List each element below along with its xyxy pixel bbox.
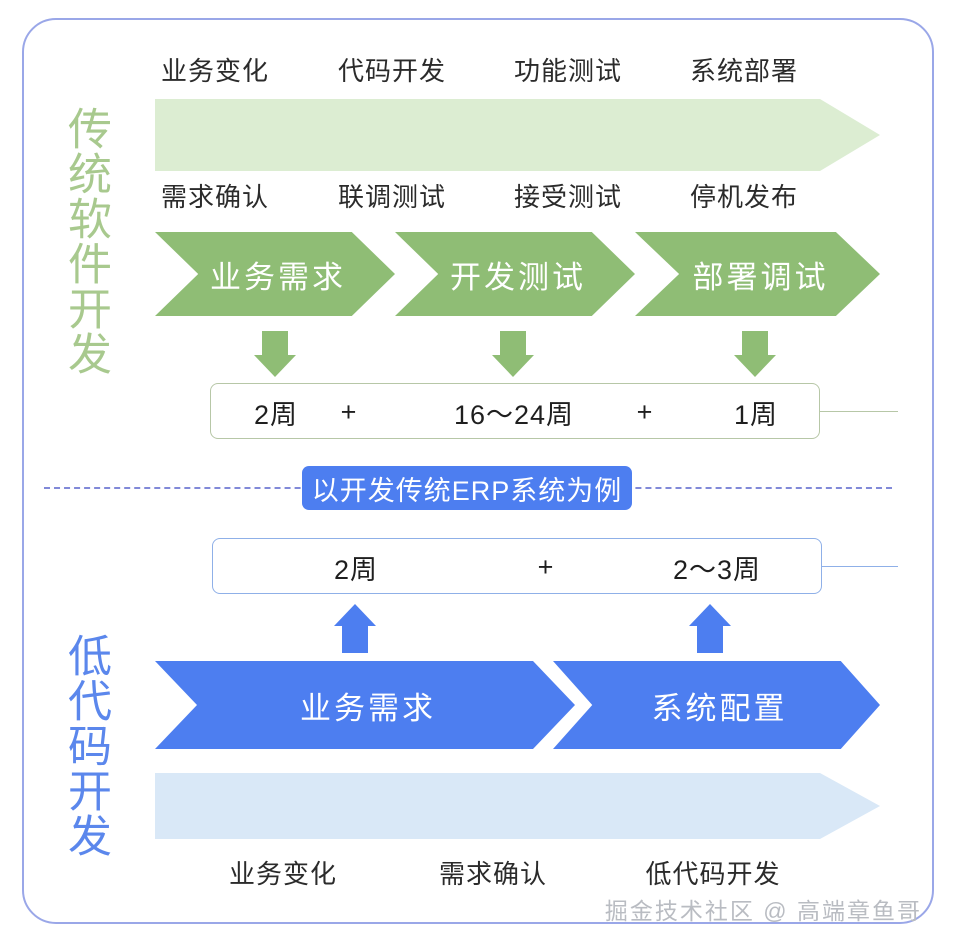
stage-chevron-label: 部署调试 [692,259,829,295]
stage-chevron-lowcode-2[interactable]: 系统配置 [553,661,880,749]
stage-chevron-label: 开发测试 [450,259,586,295]
up-arrow-2 [697,625,723,653]
caption-bottom-1: 业务变化 [228,858,338,889]
traditional-second-captions: 需求确认 联调测试 接受测试 停机发布 [0,178,958,212]
lowcode-duration-plus: + [537,551,555,582]
caption-second-1: 需求确认 [160,181,270,212]
stage-chevron-label: 业务需求 [210,259,346,295]
lowcode-duration-cell-2: 2～3周 [672,554,762,585]
stage-chevron-label: 业务需求 [300,690,436,726]
traditional-flow-arrow [155,99,880,171]
caption-second-4: 停机发布 [689,181,799,212]
lowcode-duration-box: 2周 + 2～3周 [212,538,822,594]
example-badge: 以开发传统ERP系统为例 [302,466,632,510]
up-arrow-1-head [334,604,376,626]
duration-plus-2: + [636,396,654,427]
stage-chevron-label: 系统配置 [651,690,788,726]
lowcode-flow-arrow [155,773,880,839]
caption-bottom-3: 低代码开发 [645,858,781,889]
traditional-top-captions: 业务变化 代码开发 功能测试 系统部署 [0,52,958,86]
traditional-duration-box: 2周 + 16～24周 + 1周 [210,383,820,439]
caption-second-3: 接受测试 [513,181,623,212]
lowcode-duration-cell-1: 2周 [333,554,379,585]
lowcode-bottom-captions: 业务变化 需求确认 低代码开发 [0,855,958,889]
lowcode-lead-line [822,566,898,567]
duration-cell-3: 1周 [733,399,779,430]
duration-cell-1: 2周 [253,399,299,430]
up-arrow-1 [342,625,368,653]
caption-bottom-2: 需求确认 [438,858,548,889]
stage-chevron-traditional-1[interactable]: 业务需求 [155,232,395,316]
stage-chevron-lowcode-1[interactable]: 业务需求 [155,661,575,749]
section-label-traditional: 传统软件开发 [61,106,110,376]
caption-top-1: 业务变化 [160,55,270,86]
down-arrow-3-head [734,355,776,377]
caption-top-4: 系统部署 [689,55,799,86]
down-arrow-1-head [254,355,296,377]
section-label-lowcode: 低代码开发 [61,632,110,858]
caption-top-2: 代码开发 [337,55,447,86]
caption-top-3: 功能测试 [513,55,623,86]
watermark: 掘金技术社区 @ 高端章鱼哥 [604,898,922,924]
up-arrow-2-head [689,604,731,626]
stage-chevron-traditional-2[interactable]: 开发测试 [395,232,635,316]
caption-second-2: 联调测试 [337,181,447,212]
duration-cell-2: 16～24周 [453,399,575,430]
traditional-lead-line [820,411,898,412]
down-arrow-2-head [492,355,534,377]
stage-chevron-traditional-3[interactable]: 部署调试 [635,232,880,316]
duration-plus-1: + [340,396,358,427]
